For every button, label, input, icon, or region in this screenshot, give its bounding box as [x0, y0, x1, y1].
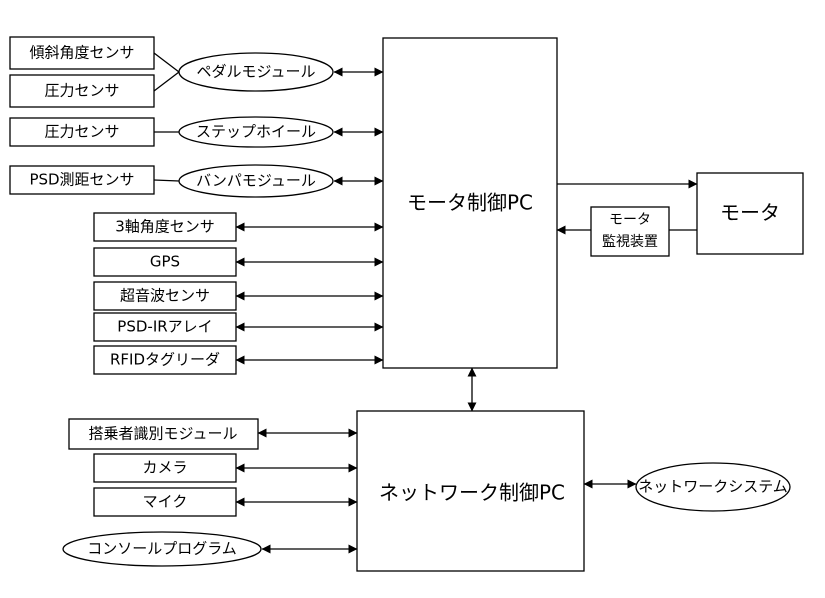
console-program-label: コンソールプログラム	[87, 540, 237, 558]
microphone-label: マイク	[143, 493, 188, 511]
rider-id-module-label: 搭乗者識別モジュール	[89, 425, 238, 443]
ultrasonic-sensor-label: 超音波センサ	[120, 287, 210, 305]
gps-label: GPS	[150, 253, 180, 271]
pressure-to-pedal-line	[153, 71, 180, 92]
pedal-module-label: ペダルモジュール	[197, 63, 316, 81]
tilt-to-pedal-line	[153, 52, 180, 73]
motor-control-pc-label: モータ制御PC	[407, 191, 533, 215]
motor-monitor-label-2: 監視装置	[602, 233, 658, 250]
rfid-reader-label: RFIDタグリーダ	[110, 351, 220, 369]
pressure-sensor-pedal-label: 圧力センサ	[44, 82, 119, 100]
network-system-label: ネットワークシステム	[638, 478, 788, 496]
motor-box	[696, 172, 804, 255]
motor-label: モータ	[720, 201, 780, 225]
psd-to-bumper-line	[153, 179, 180, 182]
step-wheel-label: ステップホイール	[196, 123, 316, 141]
camera-label: カメラ	[142, 459, 187, 477]
psd-range-sensor-label: PSD測距センサ	[29, 171, 134, 189]
motor-monitor-box	[590, 206, 670, 257]
tilt-sensor-label: 傾斜角度センサ	[29, 44, 134, 62]
three-axis-sensor-label: 3軸角度センサ	[115, 218, 215, 236]
console-program-ellipse	[62, 531, 262, 567]
psd-ir-array-label: PSD-IRアレイ	[117, 318, 212, 336]
pressure-sensor-step-label: 圧力センサ	[44, 123, 119, 141]
motor-monitor-label-1: モータ	[609, 212, 651, 228]
network-control-pc-label: ネットワーク制御PC	[379, 481, 565, 505]
bumper-module-label: バンパモジュール	[196, 172, 316, 190]
